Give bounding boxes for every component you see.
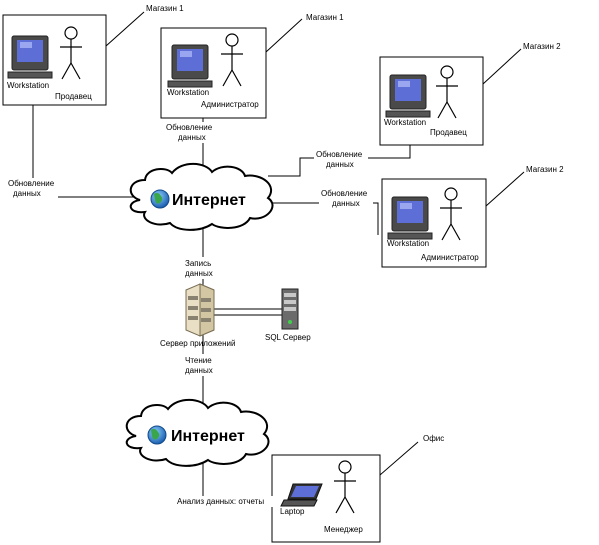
server-label: SQL Сервер [265, 333, 311, 342]
callout-label: Магазин 2 [523, 42, 561, 51]
server-label: Сервер приложений [160, 339, 235, 348]
role-label: Администратор [421, 253, 479, 262]
edge-label-line: Чтение [185, 356, 212, 365]
callout-label: Магазин 2 [526, 165, 564, 174]
role-label: Продавец [430, 128, 467, 137]
callout-label: Магазин 1 [146, 4, 184, 13]
device-label: Workstation [387, 239, 429, 248]
workstation-icon [387, 196, 433, 240]
callout-label: Офис [423, 434, 444, 443]
edge-label-shop2-admin: Обновление данных [319, 188, 373, 209]
edge-label-line: Обновление [8, 179, 55, 188]
edge-label-line: данных [178, 133, 206, 142]
edge-label-line: данных [332, 199, 360, 208]
edge-label-line: Запись [185, 259, 211, 268]
laptop-icon [280, 483, 323, 507]
edge-label-line: данных [326, 160, 354, 169]
cloud-label: Интернет [172, 192, 246, 209]
server-rack-icon [185, 283, 215, 337]
edge-label-line: данных [185, 269, 213, 278]
callout-label: Магазин 1 [306, 13, 344, 22]
app-server-node: Сервер приложений [160, 283, 235, 348]
edge-label-line: Обновление [166, 123, 213, 132]
globe-continents [151, 428, 160, 440]
shop2-seller-node: Workstation Продавец Магазин 2 [379, 42, 561, 146]
edge-label-line: Обновление [321, 189, 368, 198]
workstation-icon [7, 35, 53, 79]
shop1-seller-node: Workstation Продавец Магазин 1 [2, 4, 184, 106]
workstation-icon [167, 44, 213, 88]
role-label: Продавец [55, 92, 92, 101]
shop2-admin-node: Workstation Администратор Магазин 2 [381, 165, 564, 268]
edge-label-line: данных [185, 366, 213, 375]
workstation-icon [385, 74, 431, 118]
office-node: Laptop Менеджер Офис [271, 434, 444, 543]
sql-server-icon [281, 288, 299, 330]
edge-label-shop1-admin: Обновление данных [165, 122, 219, 143]
sql-server-node: SQL Сервер [265, 288, 311, 342]
device-label: Laptop [280, 507, 305, 516]
internet-cloud-bottom: Интернет [125, 398, 270, 467]
device-label: Workstation [7, 81, 49, 90]
role-label: Менеджер [324, 525, 363, 534]
edge-label-line: данных [13, 189, 41, 198]
shop1-admin-node: Workstation Администратор Магазин 1 [160, 13, 344, 119]
callout-lines [105, 11, 525, 476]
role-label: Администратор [201, 100, 259, 109]
cloud-label: Интернет [171, 428, 245, 445]
edge-label-write: Запись данных [182, 257, 218, 279]
device-label: Workstation [167, 88, 209, 97]
edge-label-line: Обновление [316, 150, 363, 159]
edge-label-read: Чтение данных [183, 354, 219, 376]
globe-continents [154, 192, 163, 204]
edge-label-analysis: Анализ данных: отчеты [175, 496, 273, 507]
device-label: Workstation [384, 118, 426, 127]
edge-label-line: Анализ данных: отчеты [177, 497, 264, 506]
edge-label-shop1-seller: Обновление данных [6, 178, 58, 199]
edge-label-shop2-seller: Обновление данных [314, 149, 368, 170]
internet-cloud-top: Интернет [129, 162, 274, 231]
